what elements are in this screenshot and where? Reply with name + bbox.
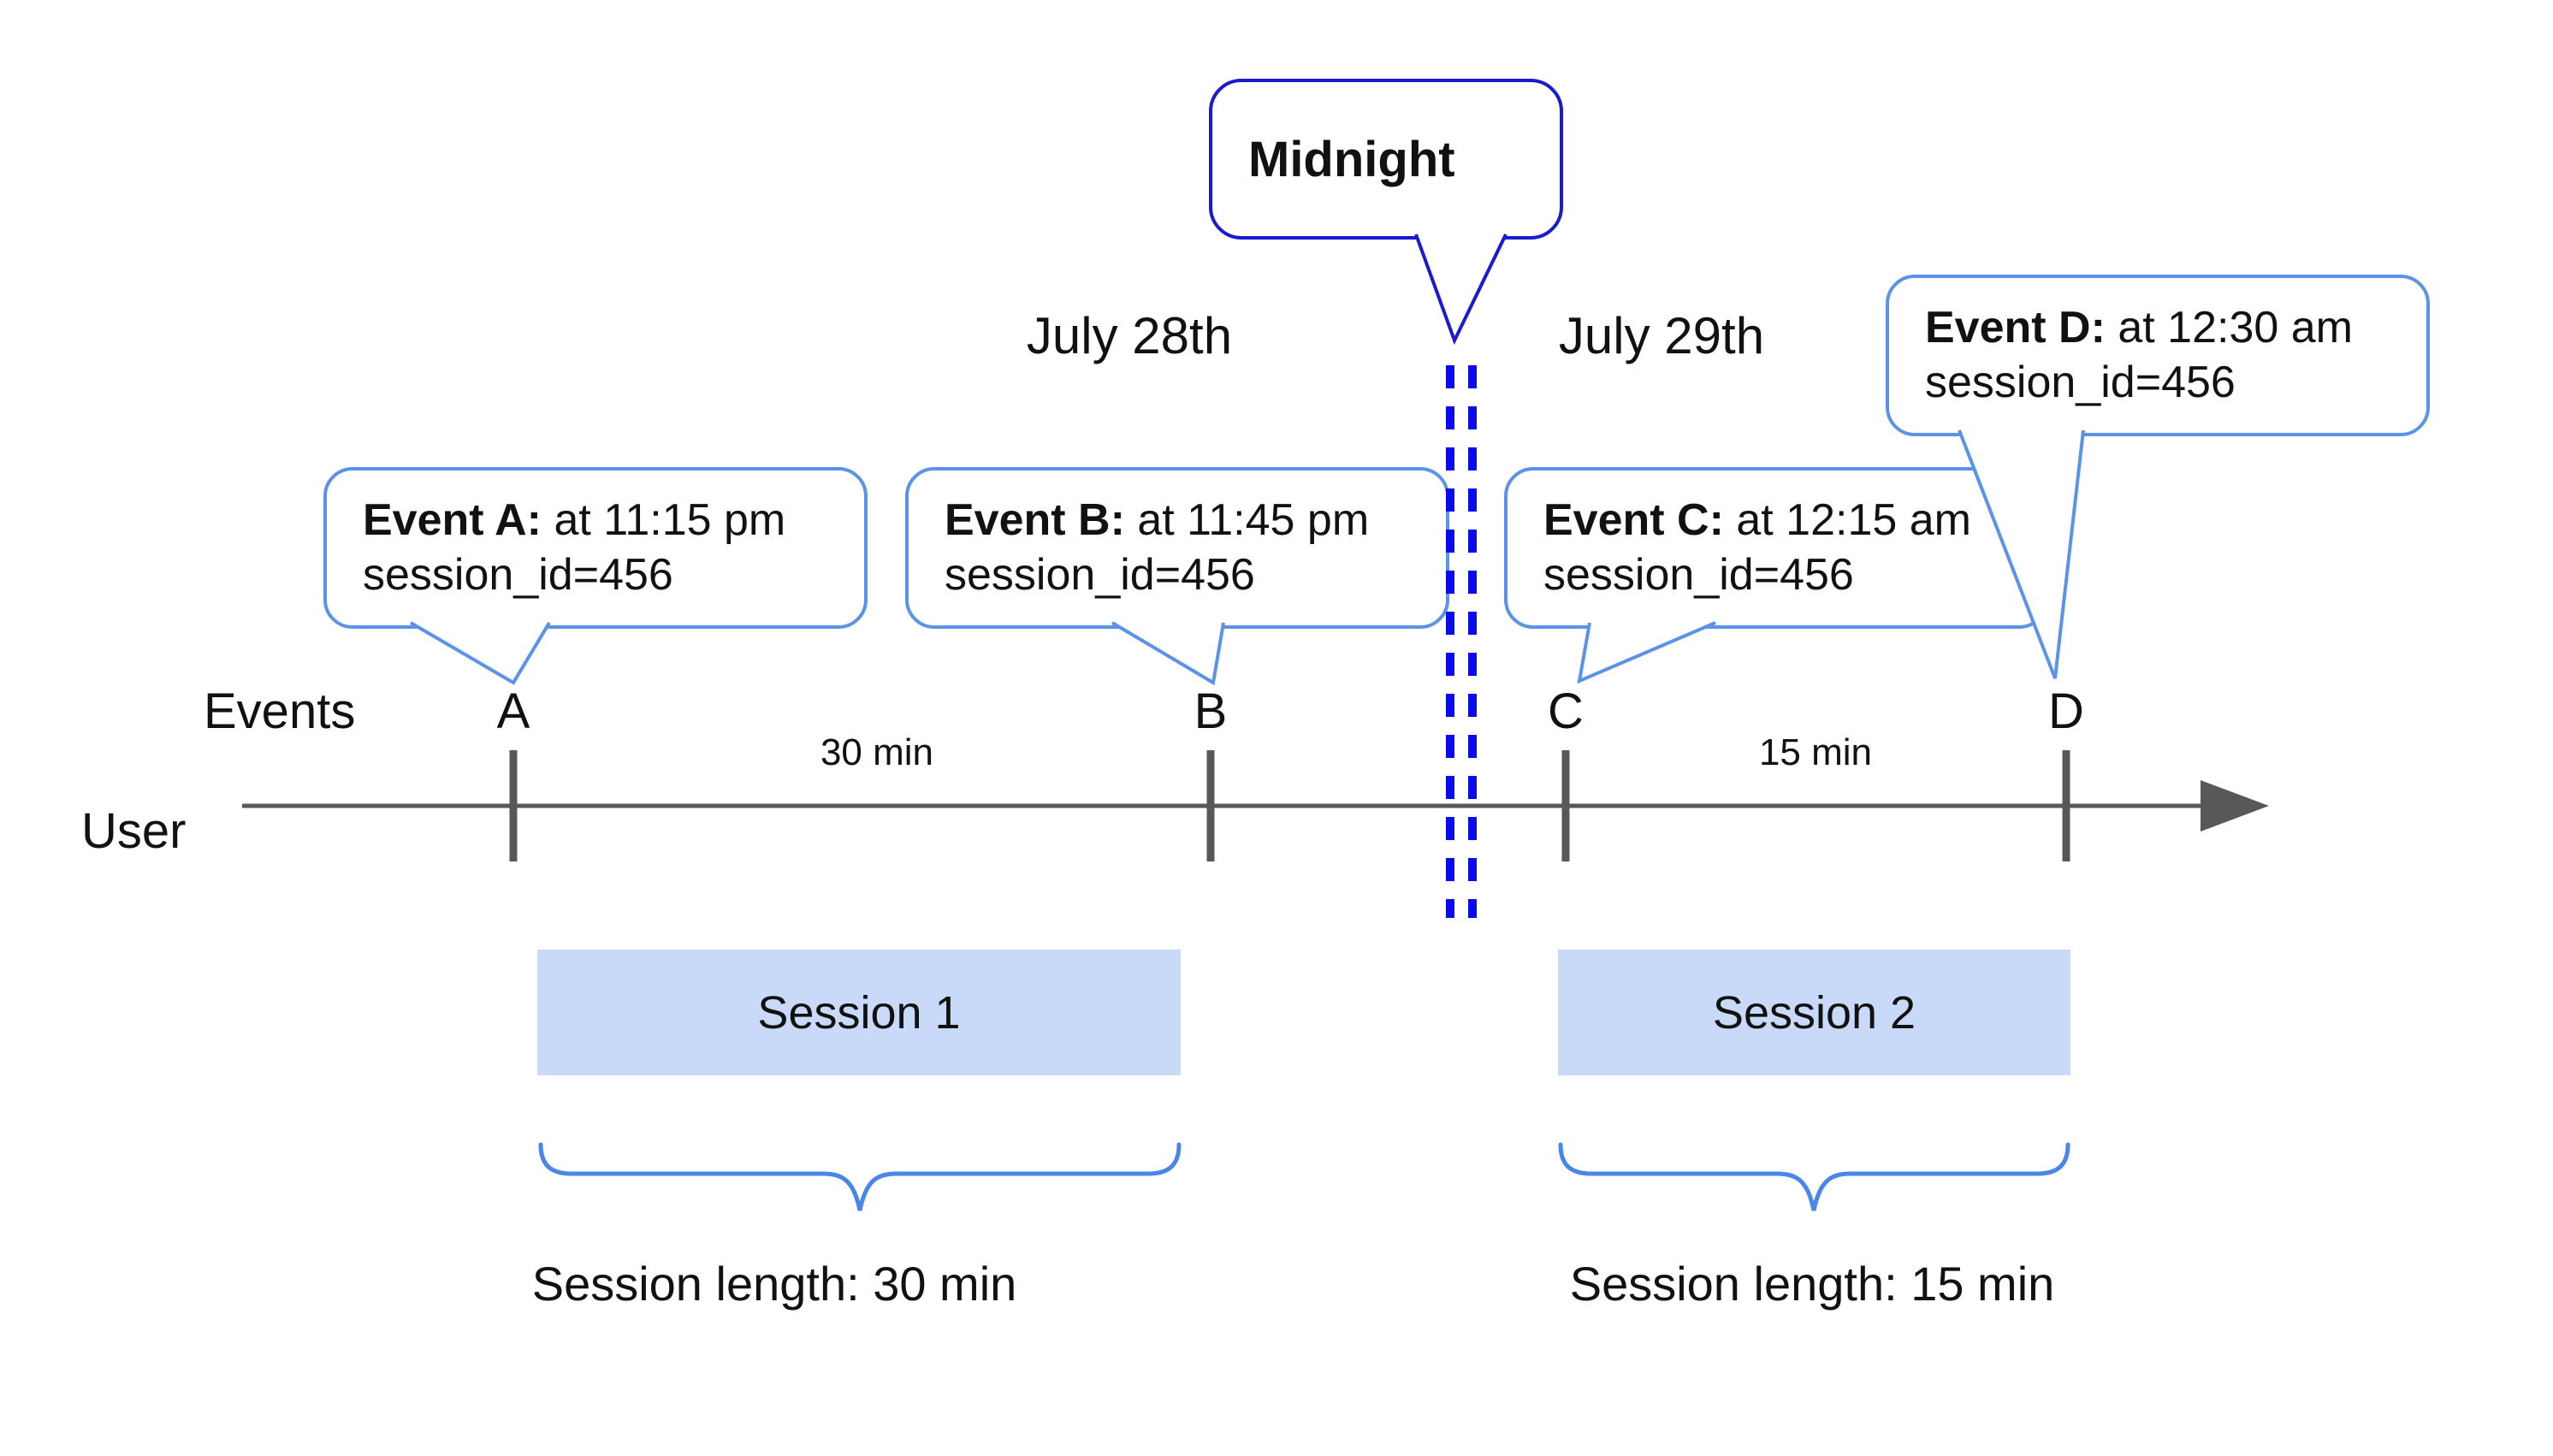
event-d-time: at 12:30 am bbox=[2105, 303, 2353, 352]
event-a-title: Event A: bbox=[363, 495, 542, 545]
interval-label-30min: 30 min bbox=[820, 731, 934, 773]
session-2-box: Session 2 bbox=[1558, 950, 2070, 1075]
event-a-callout-tail bbox=[409, 621, 551, 685]
event-c-callout: Event C: at 12:15 am session_id=456 bbox=[1504, 467, 2048, 629]
event-d-line1: Event D: at 12:30 am bbox=[1925, 300, 2401, 355]
timeline-arrowhead-icon bbox=[2201, 780, 2269, 832]
session-1-label: Session 1 bbox=[757, 986, 961, 1039]
event-d-callout: Event D: at 12:30 am session_id=456 bbox=[1886, 275, 2430, 436]
user-axis-label: User bbox=[81, 803, 187, 859]
marker-letter-d: D bbox=[2048, 684, 2084, 739]
midnight-callout: Midnight bbox=[1209, 79, 1563, 240]
event-b-callout: Event B: at 11:45 pm session_id=456 bbox=[905, 467, 1449, 629]
event-b-time: at 11:45 pm bbox=[1124, 495, 1370, 545]
event-b-callout-tail bbox=[1111, 621, 1225, 686]
event-b-session: session_id=456 bbox=[945, 550, 1255, 600]
event-a-line1: Event A: at 11:15 pm bbox=[363, 493, 838, 547]
session-1-length-label: Session length: 30 min bbox=[531, 1257, 1017, 1311]
session-2-brace bbox=[1558, 1142, 2070, 1211]
interval-label-15min: 15 min bbox=[1758, 731, 1873, 773]
event-b-title: Event B: bbox=[945, 495, 1125, 545]
event-c-title: Event C: bbox=[1543, 495, 1724, 545]
midnight-callout-tail bbox=[1414, 234, 1508, 346]
marker-letter-b: B bbox=[1194, 684, 1228, 739]
session-2-label: Session 2 bbox=[1712, 986, 1916, 1039]
event-c-line1: Event C: at 12:15 am bbox=[1543, 493, 2019, 547]
events-axis-label: Events bbox=[204, 684, 356, 739]
event-c-session: session_id=456 bbox=[1543, 550, 1854, 600]
session-2-length-label: Session length: 15 min bbox=[1569, 1257, 2055, 1311]
event-d-title: Event D: bbox=[1925, 303, 2106, 352]
event-c-time: at 12:15 am bbox=[1723, 495, 1971, 545]
marker-letter-a: A bbox=[496, 684, 530, 739]
midnight-callout-label: Midnight bbox=[1248, 131, 1455, 187]
session-1-brace bbox=[538, 1142, 1182, 1211]
event-a-callout: Event A: at 11:15 pm session_id=456 bbox=[323, 467, 868, 629]
date-label-july-29: July 29th bbox=[1558, 307, 1765, 364]
session-1-box: Session 1 bbox=[537, 950, 1181, 1075]
event-a-time: at 11:15 pm bbox=[542, 495, 786, 545]
event-d-session: session_id=456 bbox=[1925, 358, 2236, 407]
event-a-session: session_id=456 bbox=[363, 550, 673, 600]
event-c-callout-tail bbox=[1577, 621, 1716, 684]
date-label-july-28: July 28th bbox=[1026, 307, 1233, 364]
marker-letter-c: C bbox=[1548, 684, 1584, 739]
event-b-line1: Event B: at 11:45 pm bbox=[945, 493, 1420, 547]
